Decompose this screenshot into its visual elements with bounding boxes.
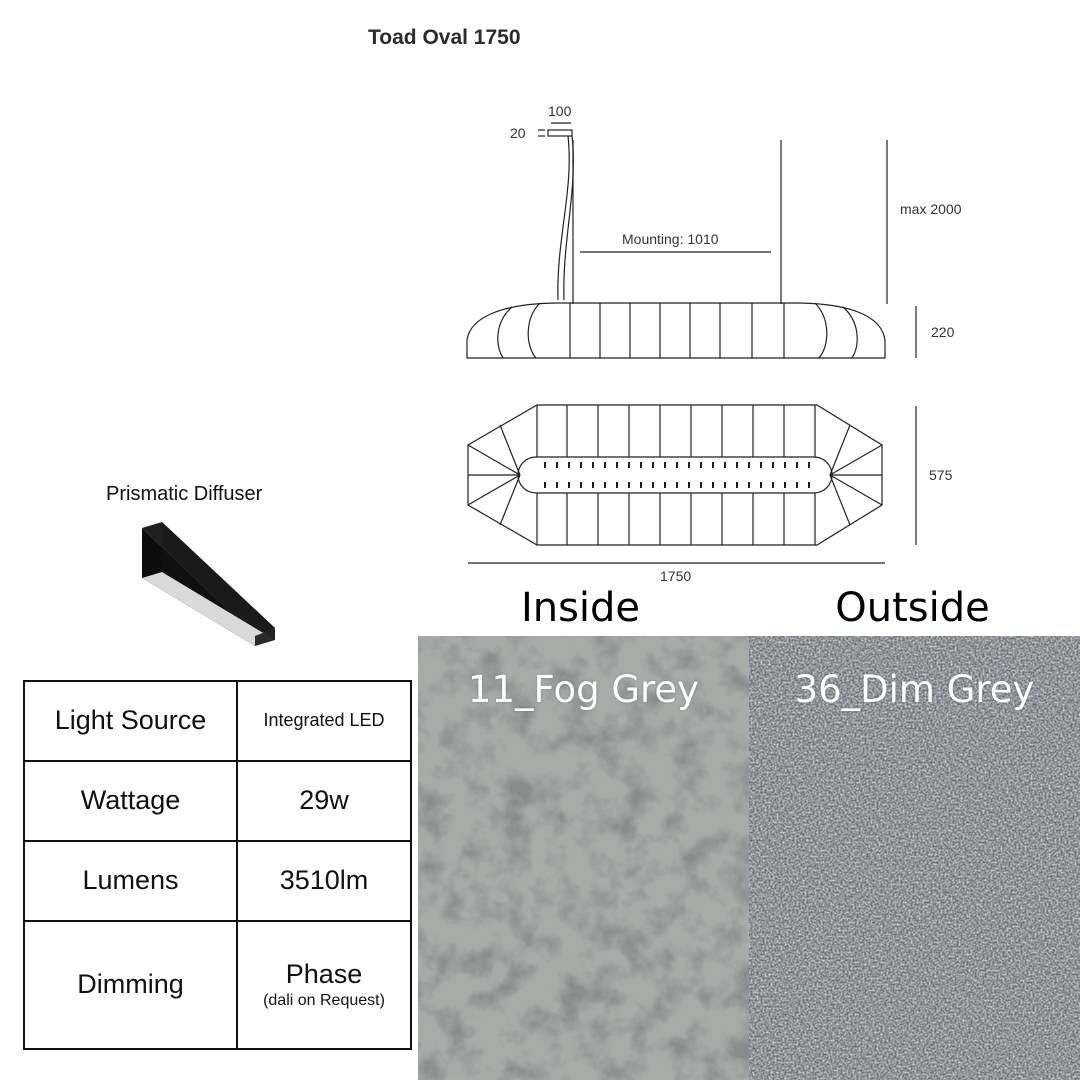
- product-title: Toad Oval 1750: [368, 26, 521, 49]
- dim-grey-swatch: [749, 636, 1080, 1080]
- body-depth-label: 575: [929, 467, 953, 483]
- body-height-label: 220: [931, 324, 955, 340]
- spec-value: 29w: [236, 759, 412, 842]
- specs-table: Light Source Integrated LED Wattage 29w …: [23, 680, 412, 1051]
- mounting-label: Mounting: 1010: [622, 231, 719, 247]
- plan-led-ticks: [544, 462, 810, 488]
- body-length-label: 1750: [660, 568, 692, 584]
- spec-label: Lumens: [23, 839, 238, 922]
- fog-grey-name: 11_Fog Grey: [467, 668, 700, 711]
- spec-note: (dali on Request): [263, 992, 385, 1010]
- spec-label: Dimming: [23, 919, 238, 1051]
- outside-heading: Outside: [835, 585, 990, 631]
- technical-drawing: [466, 122, 917, 564]
- diffuser-label: Prismatic Diffuser: [106, 483, 263, 505]
- table-row: Wattage 29w: [23, 759, 412, 842]
- spec-label: Light Source: [23, 680, 238, 762]
- canopy-shape: [547, 129, 573, 137]
- spec-value: Integrated LED: [236, 680, 412, 762]
- spec-label: Wattage: [23, 759, 238, 842]
- spec-value: 3510lm: [236, 839, 412, 922]
- table-row: Lumens 3510lm: [23, 839, 412, 922]
- spec-value: Phase: [285, 959, 363, 990]
- canopy-width-label: 100: [548, 103, 572, 119]
- spec-value-cell: Phase (dali on Request): [236, 919, 412, 1051]
- diffuser-profile-image: [142, 522, 275, 646]
- fog-grey-swatch: [418, 636, 749, 1080]
- table-row: Light Source Integrated LED: [23, 680, 412, 762]
- body-plan-view: [467, 404, 883, 546]
- plan-ribs: [467, 405, 883, 545]
- max-drop-label: max 2000: [900, 201, 962, 217]
- dim-grey-name: 36_Dim Grey: [794, 668, 1035, 711]
- body-side-view: [466, 302, 886, 359]
- power-cable: [563, 135, 574, 301]
- body-side-ribs: [497, 302, 858, 359]
- table-row: Dimming Phase (dali on Request): [23, 919, 412, 1051]
- inside-heading: Inside: [520, 585, 641, 631]
- canopy-height-label: 20: [510, 125, 526, 141]
